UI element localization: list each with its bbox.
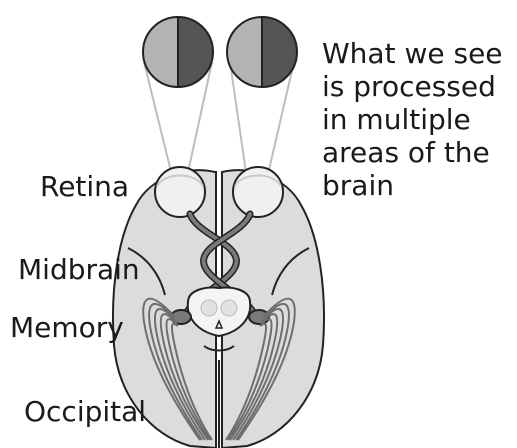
label-memory: Memory: [10, 311, 124, 344]
caption-line: in multiple: [322, 103, 503, 136]
left-eye: [155, 167, 205, 217]
label-midbrain: Midbrain: [18, 253, 140, 286]
caption: What we see is processed in multiple are…: [322, 37, 503, 202]
left-visual-field: [143, 17, 213, 87]
label-retina: Retina: [40, 170, 129, 203]
caption-line: brain: [322, 169, 503, 202]
right-visual-field: [227, 17, 297, 87]
caption-line: is processed: [322, 70, 503, 103]
label-occipital: Occipital: [24, 395, 146, 428]
caption-line: areas of the: [322, 136, 503, 169]
caption-line: What we see: [322, 37, 503, 70]
right-eye: [233, 167, 283, 217]
